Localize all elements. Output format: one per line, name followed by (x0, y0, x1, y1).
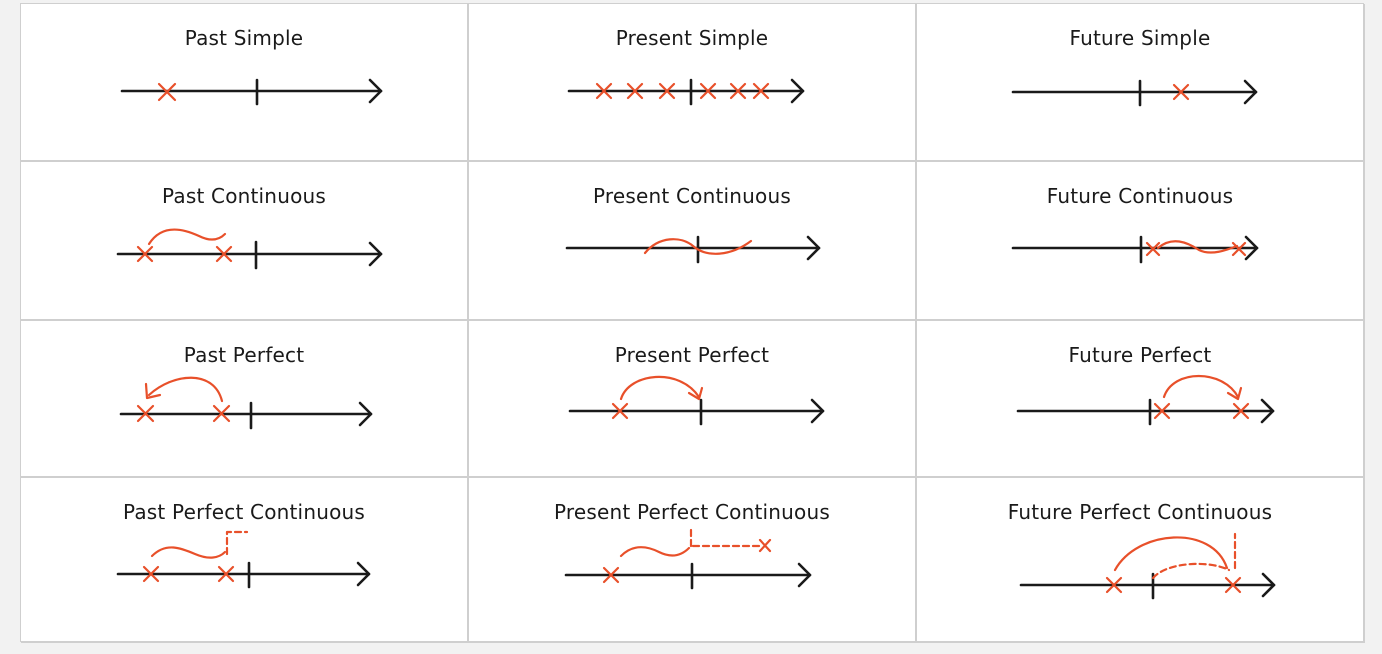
cell-present-perfect: Present Perfect (469, 321, 917, 478)
timeline-diagram (1016, 375, 1275, 426)
start-x-mark (142, 565, 160, 583)
timeline-diagram (565, 235, 821, 264)
arrow-head (144, 382, 162, 400)
duration-wave (1156, 240, 1239, 254)
start-x-mark (1105, 576, 1123, 594)
timeline-axis (1011, 235, 1259, 261)
cell-future-perfect-continuous: Future Perfect Continuous (917, 478, 1365, 643)
timeline-axis (116, 561, 371, 587)
cell-past-perfect-continuous: Past Perfect Continuous (21, 478, 469, 643)
end-x-mark (1224, 576, 1242, 594)
timeline-axis (568, 398, 825, 424)
timeline-diagram (120, 78, 383, 106)
cell-title: Future Perfect Continuous (1007, 500, 1273, 524)
tenses-grid: Past Simple Present Simple (20, 3, 1365, 643)
cell-future-simple: Future Simple (917, 4, 1365, 162)
cell-present-continuous: Present Continuous (469, 162, 917, 321)
cell-past-perfect: Past Perfect (21, 321, 469, 478)
cell-past-continuous: Past Continuous (21, 162, 469, 321)
back-arrow-arc (147, 376, 224, 403)
arrow-head (1226, 386, 1243, 401)
timeline-diagram (1011, 79, 1258, 107)
duration-wave (147, 228, 227, 246)
timeline-axis (564, 562, 812, 588)
timeline-diagram (116, 228, 383, 270)
arrow-arc (619, 375, 701, 401)
dashed-extension (225, 530, 249, 556)
cell-future-continuous: Future Continuous (917, 162, 1365, 321)
arrow-head (687, 386, 704, 401)
solid-arc (1113, 536, 1229, 572)
timeline-axis (116, 241, 383, 267)
cell-past-simple: Past Simple (21, 4, 469, 162)
repeated-event-marks (595, 82, 770, 100)
end-x-mark (215, 245, 233, 263)
timeline-diagram (1011, 235, 1259, 264)
cell-future-perfect: Future Perfect (917, 321, 1365, 478)
arrow-arc (1162, 375, 1240, 399)
timeline-axis (119, 401, 373, 427)
timeline-axis (567, 78, 805, 104)
timeline-diagram (568, 375, 825, 426)
cell-title: Past Continuous (162, 184, 326, 208)
start-x-mark (136, 245, 154, 263)
start-x-mark (1145, 241, 1161, 257)
timeline-diagram (564, 528, 812, 590)
cell-title: Past Perfect Continuous (122, 500, 365, 524)
end-x-mark (1232, 402, 1250, 420)
duration-wave (619, 546, 691, 558)
cell-title: Future Continuous (1046, 184, 1234, 208)
timeline-axis (1019, 572, 1276, 598)
cell-present-perfect-continuous: Present Perfect Continuous (469, 478, 917, 643)
cell-title: Past Perfect (183, 343, 305, 367)
event-x-mark (157, 82, 177, 102)
cell-title: Present Perfect (614, 343, 770, 367)
cell-title: Future Simple (1069, 26, 1211, 50)
timeline-axis (565, 235, 821, 261)
cell-title: Present Simple (615, 26, 769, 50)
timeline-axis (1011, 79, 1258, 105)
end-x-mark (1231, 241, 1247, 257)
dashed-arc (1151, 562, 1231, 580)
future-x-mark (758, 538, 772, 553)
timeline-diagram (119, 376, 373, 430)
event-x-mark (611, 402, 629, 420)
cell-title: Future Perfect (1068, 343, 1212, 367)
duration-wave (150, 546, 227, 559)
cell-present-simple: Present Simple (469, 4, 917, 162)
end-x-mark (217, 565, 235, 583)
timeline-diagram (1019, 532, 1276, 600)
timeline-axis (1016, 398, 1275, 424)
later-x-mark (212, 404, 231, 423)
duration-wave (643, 238, 753, 255)
event-x-mark (1172, 83, 1190, 101)
start-x-mark (1153, 402, 1171, 420)
timeline-diagram (567, 78, 805, 106)
cell-title: Present Continuous (593, 184, 791, 208)
start-x-mark (602, 566, 620, 584)
cell-title: Past Simple (184, 26, 304, 50)
dashed-extension (689, 528, 761, 548)
cell-title: Present Perfect Continuous (554, 500, 830, 524)
timeline-diagram (116, 530, 371, 589)
earlier-x-mark (136, 404, 155, 423)
